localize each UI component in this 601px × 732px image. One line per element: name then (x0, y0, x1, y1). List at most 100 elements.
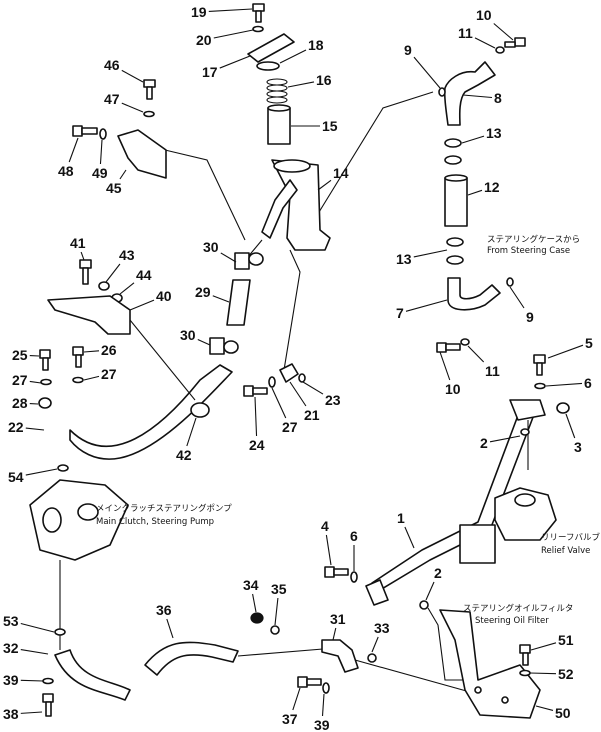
callout-c46: 46 (104, 57, 120, 73)
washer-11 (495, 46, 505, 54)
callout-c49: 49 (92, 165, 108, 181)
leader-c2b (425, 581, 435, 601)
plug-21 (279, 363, 299, 383)
leader-c42 (186, 417, 197, 447)
leader-c33 (371, 636, 379, 653)
callout-c10a: 10 (476, 7, 492, 23)
leader-c46 (121, 69, 144, 83)
nut-34 (250, 612, 264, 624)
callout-c15: 15 (322, 118, 338, 134)
callout-c50: 50 (555, 705, 571, 721)
callout-c54: 54 (8, 469, 24, 485)
clamp-13-a (444, 138, 462, 148)
callout-c9a: 9 (404, 42, 412, 58)
leader-c54 (25, 468, 58, 476)
washer-20 (252, 25, 264, 33)
tank-fitting (509, 399, 546, 421)
washer-27-left (40, 378, 52, 386)
callout-c25: 25 (12, 347, 28, 363)
leader-c11b (467, 345, 485, 363)
callout-c20: 20 (196, 32, 212, 48)
bolt-10-mid (436, 342, 461, 353)
callout-c43: 43 (119, 247, 135, 263)
callout-c37: 37 (282, 711, 298, 727)
leader-c11a (474, 37, 496, 49)
o-ring-2-bottom (419, 600, 429, 610)
callout-c29: 29 (195, 284, 211, 300)
callout-c7: 7 (396, 305, 404, 321)
leader-c43 (105, 263, 121, 283)
bolt-19 (252, 3, 265, 23)
leader-c7 (405, 299, 448, 312)
callout-c10b: 10 (445, 381, 461, 397)
callout-c32: 32 (3, 640, 19, 656)
annotation-filter-jp: ステアリングオイルフィルタ (463, 603, 573, 614)
leader-c1 (404, 526, 415, 549)
bolt-4 (324, 566, 349, 578)
leader-c39b (321, 693, 325, 717)
callout-c13a: 13 (486, 125, 502, 141)
callout-c30a: 30 (203, 239, 219, 255)
callout-c40: 40 (156, 288, 172, 304)
bracket-40 (47, 295, 131, 335)
steering-pump (29, 479, 129, 561)
line-40-to-42 (129, 319, 196, 401)
callout-c8: 8 (494, 90, 502, 106)
leader-c22 (25, 427, 45, 431)
callout-c51: 51 (558, 632, 574, 648)
clamp-42 (190, 402, 210, 418)
callout-c39a: 39 (3, 672, 19, 688)
steering-oil-filter (439, 609, 541, 719)
callout-c22: 22 (8, 419, 24, 435)
bolt-48 (72, 125, 98, 137)
leader-c32 (20, 649, 49, 655)
callout-c1: 1 (397, 510, 405, 526)
callout-c9b: 9 (526, 309, 534, 325)
callout-c16: 16 (316, 72, 332, 88)
callout-c27a: 27 (12, 372, 28, 388)
annotation-steering-case-jp: ステアリングケースから (487, 234, 580, 245)
callout-c27c: 27 (282, 419, 298, 435)
leader-c13b (413, 249, 448, 258)
hose-8 (443, 61, 496, 126)
leader-c51 (530, 642, 557, 651)
callout-c28: 28 (12, 395, 28, 411)
leader-c17 (219, 55, 251, 69)
callout-leaders (20, 8, 584, 717)
leader-c29 (212, 295, 230, 303)
leader-c9a (413, 56, 441, 89)
cover-17 (247, 33, 295, 63)
leader-c30a (220, 252, 237, 263)
callout-c14: 14 (333, 165, 349, 181)
annotation-relief-jp: リリーフバルブ (541, 532, 600, 543)
washer-11-mid (460, 338, 470, 346)
o-ring-33 (367, 653, 377, 663)
leader-c48 (68, 137, 79, 163)
leader-c30b (197, 338, 211, 346)
line-36-to-31 (237, 647, 336, 657)
leader-c24 (254, 396, 258, 437)
components (29, 3, 570, 719)
callout-c26: 26 (101, 342, 117, 358)
line-31-to-50 (354, 659, 471, 693)
o-ring-23 (298, 373, 306, 383)
annotation-pump-jp: メインクラッチステアリングポンプ (96, 503, 232, 514)
callout-c45: 45 (106, 180, 122, 196)
leader-c19 (208, 8, 253, 12)
leader-c39a (20, 679, 44, 682)
element-15 (267, 104, 291, 145)
callout-c11b: 11 (485, 363, 500, 379)
washer-27-mid (268, 376, 276, 388)
pipe-36 (144, 641, 239, 676)
leader-c44 (119, 282, 135, 295)
clamp-30-bottom (209, 337, 239, 355)
bolt-25 (39, 349, 51, 371)
leader-c49 (99, 139, 103, 165)
callout-c17: 17 (202, 64, 218, 80)
plug-3 (556, 402, 570, 414)
o-ring-53 (54, 628, 66, 636)
elbow-7 (447, 277, 501, 311)
